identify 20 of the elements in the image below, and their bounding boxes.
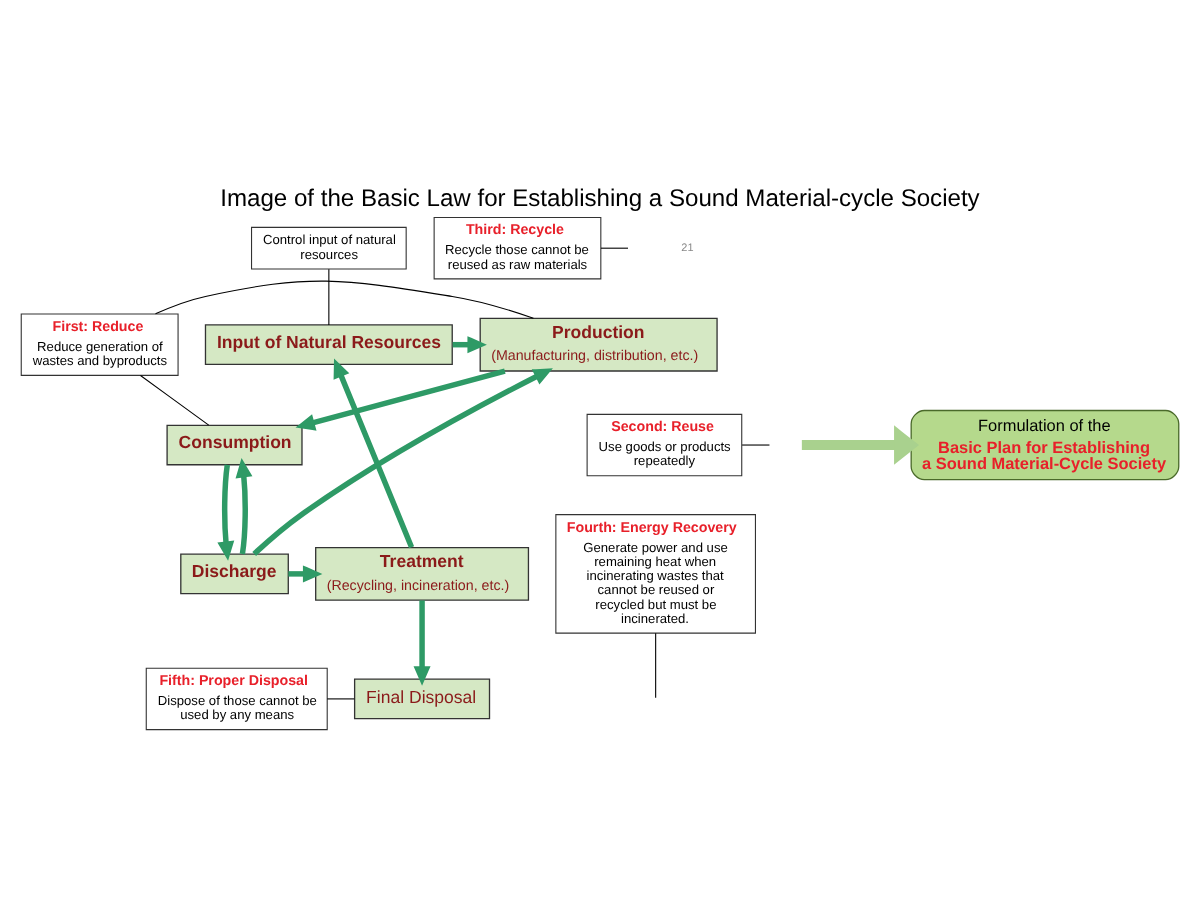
connector: [326, 698, 355, 700]
arrow: [235, 458, 253, 555]
connector: [741, 444, 770, 446]
arrow: [288, 565, 323, 583]
diagram-title: Image of the Basic Law for Establishing a Sound Material-cycle Society: [220, 184, 980, 213]
connector: [600, 247, 629, 249]
connector: [328, 268, 330, 326]
arrow: [801, 425, 920, 465]
arrow: [413, 600, 431, 686]
connector: [655, 632, 657, 699]
arrow: [333, 358, 415, 549]
arrow: [217, 464, 235, 561]
node-box: Discharge: [180, 553, 289, 595]
node-box: Consumption: [166, 424, 303, 466]
connector: [139, 374, 210, 426]
node-box: Final Disposal: [353, 678, 491, 720]
arrow: [295, 368, 506, 431]
connector: [154, 280, 534, 319]
node-box: Input of Natural Resources: [204, 324, 453, 366]
arrow: [252, 368, 553, 556]
